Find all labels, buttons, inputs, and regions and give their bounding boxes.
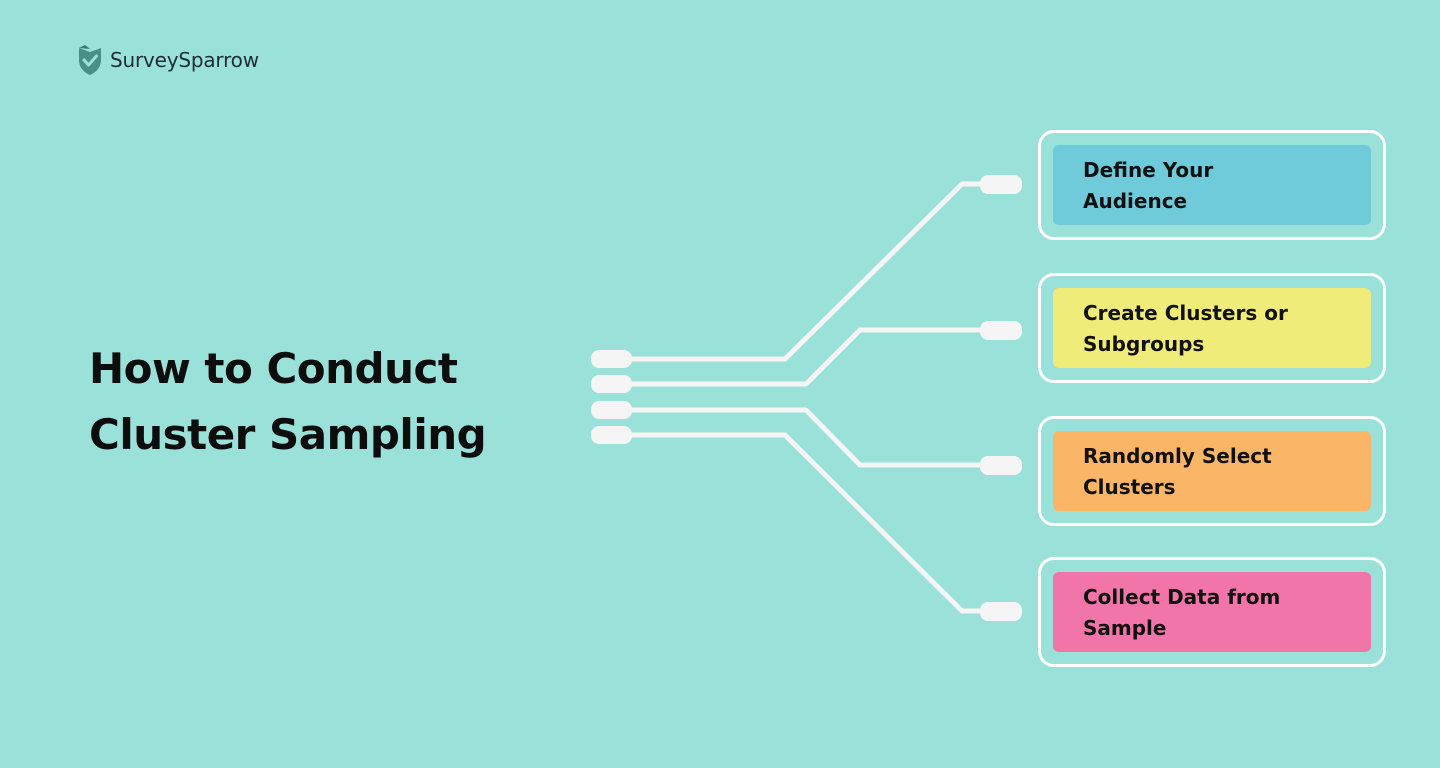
step-box-1: Define Your Audience <box>1038 130 1386 240</box>
step-card-create-clusters: Create Clusters or Subgroups <box>1053 288 1371 368</box>
connector-plug-left-2 <box>591 375 632 393</box>
brand-name: SurveySparrow <box>110 48 259 72</box>
step-box-3: Randomly Select Clusters <box>1038 416 1386 526</box>
connector-line-3 <box>622 407 993 468</box>
connector-plug-right-2 <box>980 321 1022 340</box>
title-line-1: How to Conduct <box>89 344 458 393</box>
connector-line-1 <box>622 181 993 362</box>
brand: SurveySparrow <box>76 44 259 76</box>
connector-plug-left-1 <box>591 350 632 368</box>
connector-plug-right-4 <box>980 602 1022 621</box>
connector-plug-right-1 <box>980 175 1022 194</box>
step-label: Randomly Select Clusters <box>1083 444 1272 499</box>
step-label: Create Clusters or Subgroups <box>1083 301 1288 356</box>
connector-plug-left-4 <box>591 426 632 444</box>
connector-line-2 <box>622 327 993 387</box>
title-line-2: Cluster Sampling <box>89 410 487 459</box>
step-box-4: Collect Data from Sample <box>1038 557 1386 667</box>
page-title: How to Conduct Cluster Sampling <box>89 336 487 468</box>
connector-plug-right-3 <box>980 456 1022 475</box>
step-card-define-audience: Define Your Audience <box>1053 145 1371 225</box>
connector-plug-left-3 <box>591 401 632 419</box>
step-card-select-clusters: Randomly Select Clusters <box>1053 431 1371 511</box>
step-box-2: Create Clusters or Subgroups <box>1038 273 1386 383</box>
connector-line-4 <box>622 432 993 614</box>
sparrow-shield-logo-icon <box>79 45 101 75</box>
step-card-collect-data: Collect Data from Sample <box>1053 572 1371 652</box>
step-label: Define Your Audience <box>1083 158 1214 213</box>
step-label: Collect Data from Sample <box>1083 585 1281 640</box>
